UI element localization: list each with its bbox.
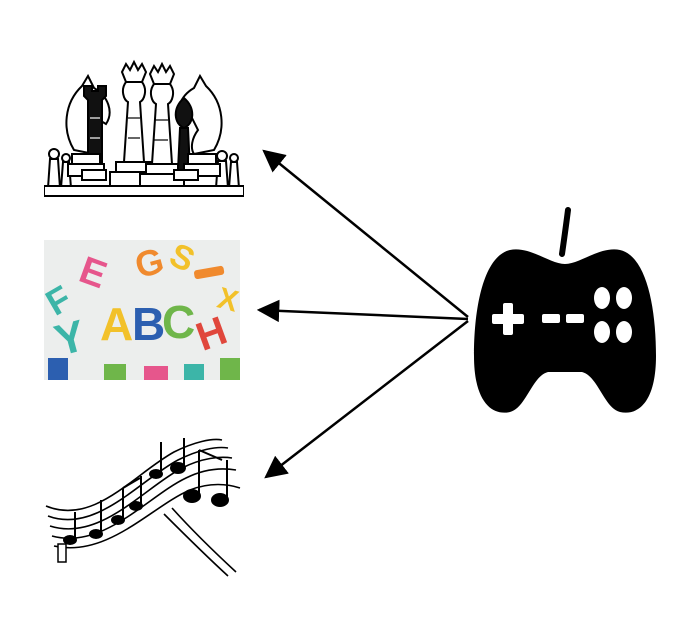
action-button-top-left [594,287,610,309]
letters-background [44,240,240,380]
action-button-bottom-right [616,321,632,343]
gamepad-icon [474,207,656,413]
start-button [566,314,584,323]
music-notes-icon [45,438,241,577]
alphabet-letters-icon: Y A B C E F G S H X [44,240,240,380]
gamepad-body [474,249,656,413]
action-button-bottom-left [594,321,610,343]
chess-pieces-icon [44,59,244,197]
arrow-to-letters [256,299,469,323]
letter-c: C [162,296,195,348]
arrow-to-music [264,320,469,479]
arrow-to-chess [262,149,469,318]
action-button-top-right [616,287,632,309]
gamepad-cable [559,207,571,257]
dpad-vertical [503,303,513,335]
letter-b: B [132,298,165,350]
select-button [542,314,560,323]
letter-a: A [100,298,133,350]
